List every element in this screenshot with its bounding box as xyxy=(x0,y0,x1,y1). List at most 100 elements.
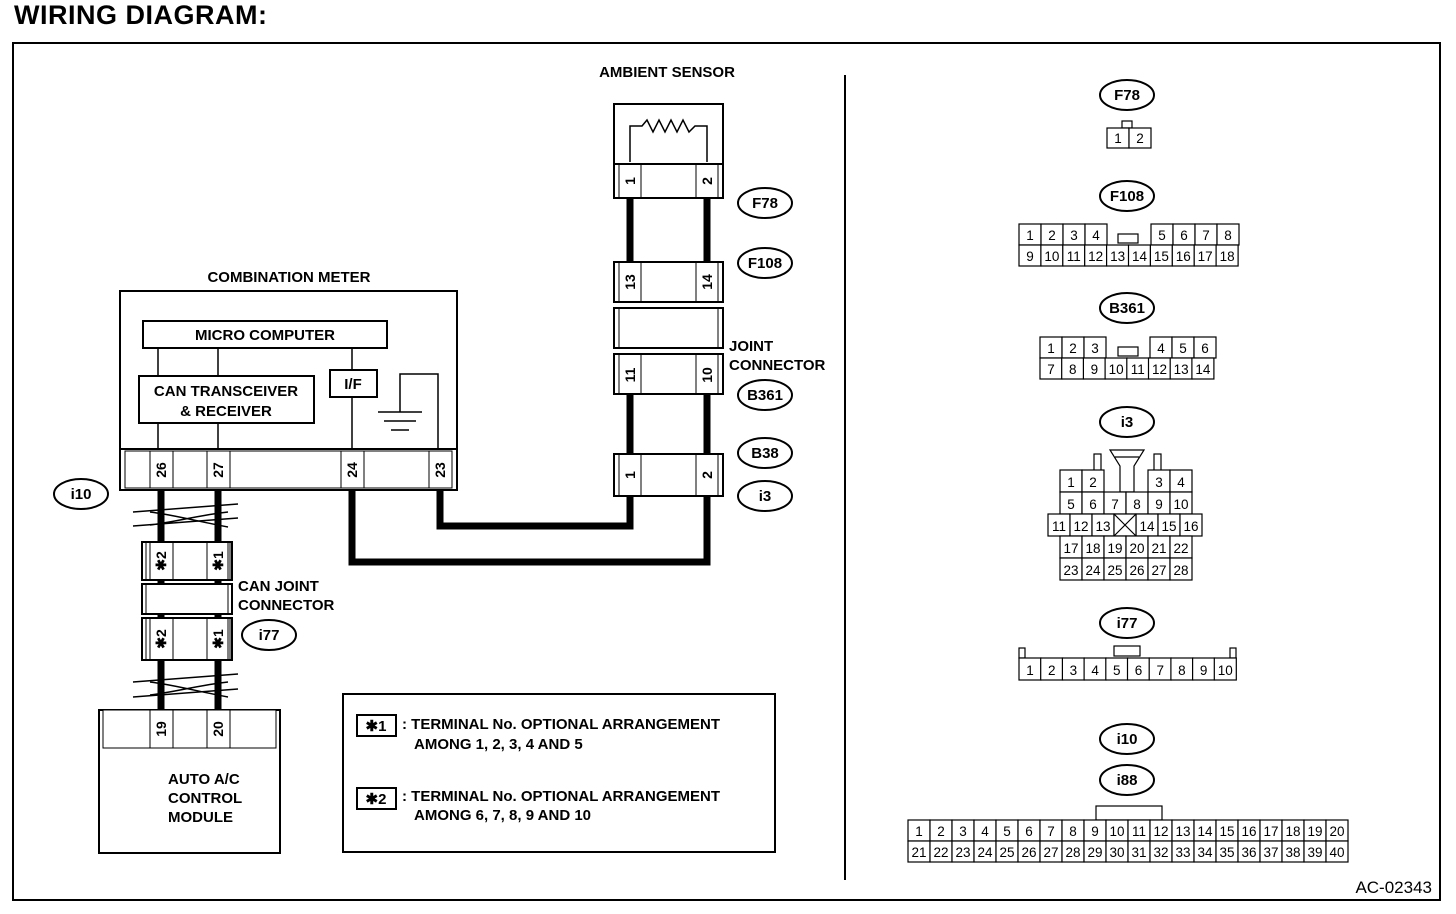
micro-computer-box xyxy=(142,320,388,349)
i3-terminal-2: 2 xyxy=(699,471,715,479)
i3-pin-8-label: 8 xyxy=(1133,497,1141,512)
i3-pin-4-label: 4 xyxy=(1177,475,1185,490)
i88-pin-31-label: 31 xyxy=(1131,845,1146,860)
can-transceiver-label-1: CAN TRANSCEIVER xyxy=(154,383,298,400)
f108-pin-6-label: 6 xyxy=(1180,228,1188,243)
face-f78-id: F78 xyxy=(1114,87,1140,104)
f108-pin-18-label: 18 xyxy=(1220,249,1235,264)
i88-pin-5-label: 5 xyxy=(1003,824,1011,839)
i88-pin-9-label: 9 xyxy=(1091,824,1099,839)
i3-id: i3 xyxy=(759,488,772,505)
b361-id-oval xyxy=(737,379,793,411)
f78-pin-2-label: 2 xyxy=(1136,131,1144,146)
sensor-terminal-2: 2 xyxy=(699,177,715,185)
f108-pin-11-label: 11 xyxy=(1067,249,1081,264)
i88-pin-7-label: 7 xyxy=(1047,824,1055,839)
b361-pin-12-label: 12 xyxy=(1152,362,1167,377)
f108-pin-15-label: 15 xyxy=(1154,249,1169,264)
i3-pin-13-label: 13 xyxy=(1095,519,1110,534)
joint-connector-gap xyxy=(613,307,724,349)
auto-ac-label-3: MODULE xyxy=(168,809,233,826)
face-i3-id: i3 xyxy=(1121,414,1134,431)
i77-pin-10-cell xyxy=(1213,657,1237,681)
i88-pin-17-label: 17 xyxy=(1263,824,1278,839)
b361-pin-10-label: 10 xyxy=(1109,362,1124,377)
b361-pin-11-label: 11 xyxy=(1131,362,1145,377)
i3-pin-15-label: 15 xyxy=(1161,519,1176,534)
i77-id-oval xyxy=(241,619,297,651)
b361-id: B361 xyxy=(747,387,783,404)
face-i77-id: i77 xyxy=(1117,615,1138,632)
i88-pin-35-label: 35 xyxy=(1219,845,1234,860)
face-i88-id: i88 xyxy=(1117,772,1138,789)
b361-pin-1-label: 1 xyxy=(1047,341,1055,356)
i88-pin-6-label: 6 xyxy=(1025,824,1033,839)
sensor-connector-inner xyxy=(618,163,719,199)
i3-pin-12-label: 12 xyxy=(1073,519,1088,534)
can-joint-label-2: CONNECTOR xyxy=(238,597,335,614)
f108-pin-12-label: 12 xyxy=(1088,249,1103,264)
i3-pin-27-label: 27 xyxy=(1151,563,1166,578)
i88-pin-23-label: 23 xyxy=(955,845,970,860)
i88-pin-18-label: 18 xyxy=(1285,824,1300,839)
i77-id: i77 xyxy=(259,627,280,644)
i88-pin-22-label: 22 xyxy=(933,845,948,860)
face-i77-oval xyxy=(1099,607,1155,639)
i88-pin-11-label: 11 xyxy=(1132,824,1146,839)
f108-terminal-14: 14 xyxy=(699,274,715,290)
f108-pin-10-label: 10 xyxy=(1044,249,1059,264)
i88-pin-26-label: 26 xyxy=(1021,845,1036,860)
face-b361-oval xyxy=(1099,292,1155,324)
i88-pin-34-label: 34 xyxy=(1197,845,1213,860)
joint-connector-label-2: CONNECTOR xyxy=(729,357,826,374)
i3-pin-6-label: 6 xyxy=(1089,497,1097,512)
auto-ac-label-1: AUTO A/C xyxy=(168,771,240,788)
f108-pin-13-label: 13 xyxy=(1110,249,1125,264)
i88-pin-8-label: 8 xyxy=(1069,824,1077,839)
i88-pin-4-label: 4 xyxy=(981,824,989,839)
i88-pin-12-label: 12 xyxy=(1153,824,1168,839)
i3-pin-3-label: 3 xyxy=(1155,475,1163,490)
i77-pin-6-label: 6 xyxy=(1135,663,1143,678)
i10-id-oval xyxy=(53,478,109,510)
i77-pin-7-label: 7 xyxy=(1156,663,1164,678)
f108-id: F108 xyxy=(748,255,782,272)
face-i88-oval xyxy=(1099,764,1155,796)
can-transceiver-box xyxy=(138,375,315,424)
b361-pin-3-label: 3 xyxy=(1091,341,1099,356)
b361-pin-4-label: 4 xyxy=(1157,341,1165,356)
i3-pin-1-label: 1 xyxy=(1067,475,1075,490)
connector-locks xyxy=(1018,120,1237,821)
i10-id: i10 xyxy=(71,486,92,503)
i3-pin-5-label: 5 xyxy=(1067,497,1075,512)
i88-pin-40-cell xyxy=(1325,840,1349,863)
i3-pin-18-label: 18 xyxy=(1085,541,1100,556)
i3-pin-10-label: 10 xyxy=(1173,497,1188,512)
legend-2-line-1: : TERMINAL No. OPTIONAL ARRANGEMENT xyxy=(402,788,720,805)
b361-terminal-11: 11 xyxy=(622,367,638,382)
legend-box xyxy=(342,693,776,853)
can-joint-terminal-star2-upper: ✱2 xyxy=(153,551,169,571)
combination-meter-body xyxy=(119,290,458,450)
resistor-symbol xyxy=(629,118,708,162)
micro-computer-label: MICRO COMPUTER xyxy=(195,327,335,344)
i77-pin-3-label: 3 xyxy=(1070,663,1078,678)
b361-pin-14-cell xyxy=(1191,357,1215,380)
i3-pin-19-label: 19 xyxy=(1107,541,1122,556)
face-f108-id: F108 xyxy=(1110,188,1144,205)
i88-pin-28-label: 28 xyxy=(1065,845,1080,860)
legend-key-2: ✱2 xyxy=(366,791,387,808)
face-i3-oval xyxy=(1099,406,1155,438)
combination-meter-label: COMBINATION METER xyxy=(207,269,370,286)
auto-ac-label-2: CONTROL xyxy=(168,790,242,807)
legend-key-2-box xyxy=(356,787,397,810)
figure-id: AC-02343 xyxy=(1355,878,1432,897)
i88-pin-3-label: 3 xyxy=(959,824,967,839)
can-joint-middle xyxy=(141,583,233,615)
legend-key-1-box xyxy=(356,714,397,737)
can-joint-label-1: CAN JOINT xyxy=(238,578,319,595)
i3-pin-17-label: 17 xyxy=(1063,541,1078,556)
page-title: WIRING DIAGRAM: xyxy=(14,0,268,30)
f108-id-oval xyxy=(737,247,793,279)
